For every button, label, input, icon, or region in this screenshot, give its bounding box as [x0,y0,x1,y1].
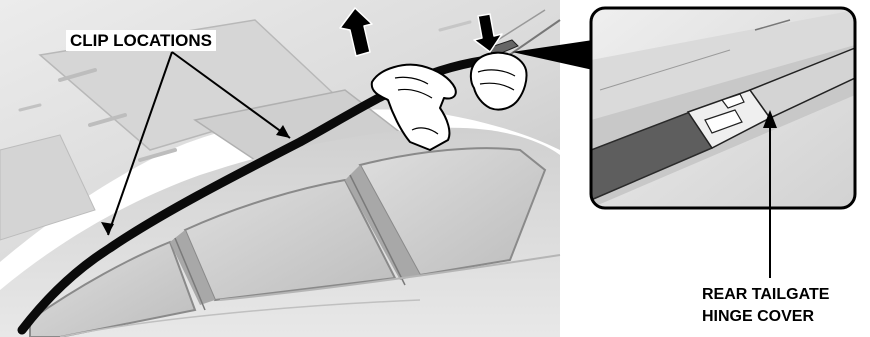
hinge-cover-label: REAR TAILGATE HINGE COVER [702,284,829,328]
hinge-cover-detail-inset [591,8,855,208]
hinge-cover-label-line2: HINGE COVER [702,306,829,328]
hinge-cover-label-line1: REAR TAILGATE [702,284,829,306]
clip-locations-label: CLIP LOCATIONS [66,30,216,51]
